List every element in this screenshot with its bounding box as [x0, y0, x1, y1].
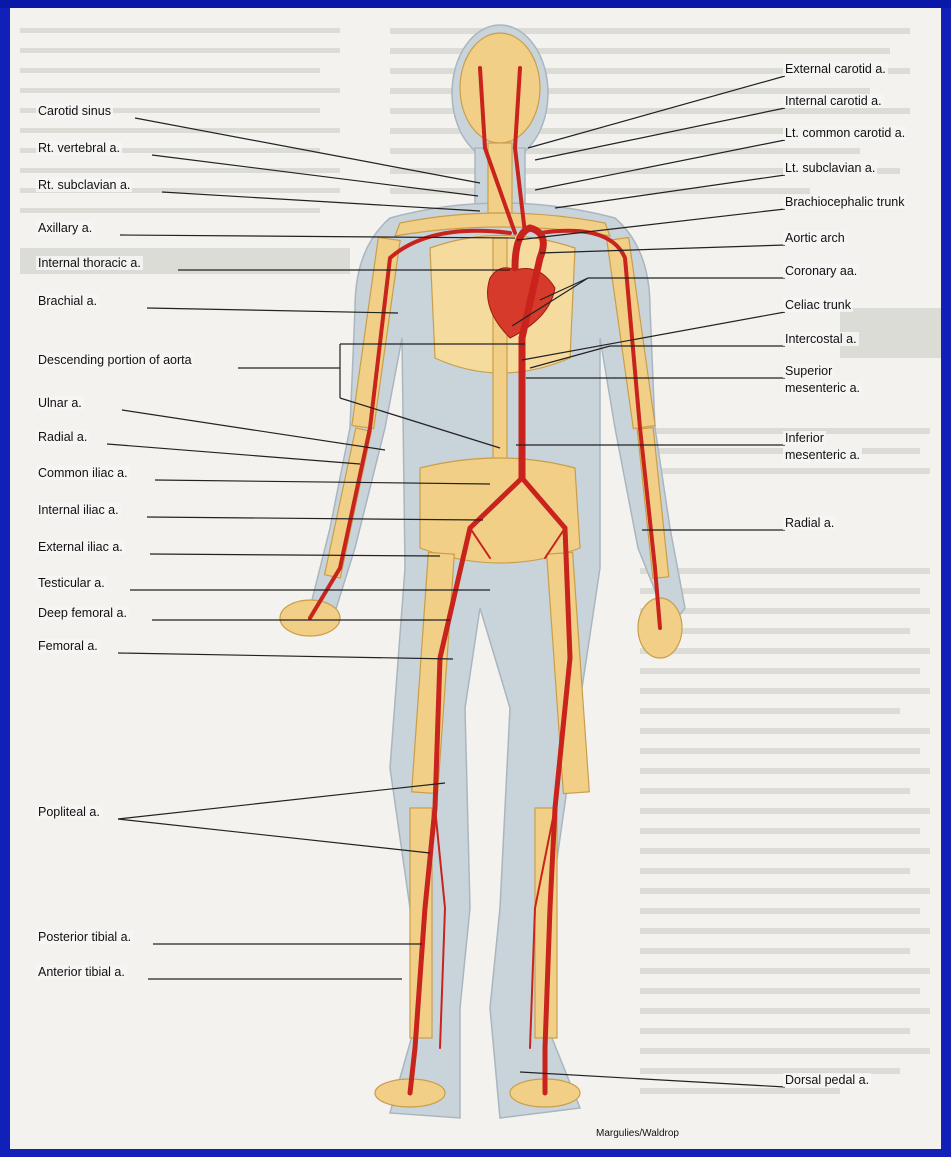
label-lt-subclavian: Lt. subclavian a. — [783, 161, 877, 175]
label-rt-subclavian: Rt. subclavian a. — [36, 178, 132, 192]
label-lt-common-carotid: Lt. common carotid a. — [783, 126, 907, 140]
label-testicular: Testicular a. — [36, 576, 107, 590]
label-radial-right: Radial a. — [783, 516, 836, 530]
label-external-carotid: External carotid a. — [783, 62, 888, 76]
label-descending-aorta: Descending portion of aorta — [36, 353, 194, 367]
label-axillary: Axillary a. — [36, 221, 94, 235]
label-internal-thoracic: Internal thoracic a. — [36, 256, 143, 270]
label-internal-iliac: Internal iliac a. — [36, 503, 121, 517]
label-aortic-arch: Aortic arch — [783, 231, 847, 245]
label-carotid-sinus: Carotid sinus — [36, 104, 113, 118]
label-coronary: Coronary aa. — [783, 264, 859, 278]
label-internal-carotid: Internal carotid a. — [783, 94, 884, 108]
label-femoral: Femoral a. — [36, 639, 100, 653]
label-dorsal-pedal: Dorsal pedal a. — [783, 1073, 871, 1087]
label-superior-mesenteric-line2: mesenteric a. — [783, 381, 862, 395]
label-brachiocephalic: Brachiocephalic trunk — [783, 195, 907, 209]
label-radial-left: Radial a. — [36, 430, 89, 444]
label-external-iliac: External iliac a. — [36, 540, 125, 554]
label-posterior-tibial: Posterior tibial a. — [36, 930, 133, 944]
slide-top-bar — [0, 0, 951, 8]
label-inferior-mesenteric-line2: mesenteric a. — [783, 448, 862, 462]
label-inferior-mesenteric-line1: Inferior — [783, 431, 826, 445]
label-celiac: Celiac trunk — [783, 298, 853, 312]
label-ulnar: Ulnar a. — [36, 396, 84, 410]
label-popliteal: Popliteal a. — [36, 805, 102, 819]
diagram-frame: Carotid sinus Rt. vertebral a. Rt. subcl… — [10, 8, 941, 1149]
label-intercostal: Intercostal a. — [783, 332, 859, 346]
label-anterior-tibial: Anterior tibial a. — [36, 965, 127, 979]
figure-credit: Margulies/Waldrop — [596, 1128, 679, 1139]
label-superior-mesenteric-line1: Superior — [783, 364, 834, 378]
circulatory-figure — [10, 8, 941, 1149]
label-brachial: Brachial a. — [36, 294, 99, 308]
label-rt-vertebral: Rt. vertebral a. — [36, 141, 122, 155]
label-common-iliac: Common iliac a. — [36, 466, 130, 480]
label-deep-femoral: Deep femoral a. — [36, 606, 129, 620]
